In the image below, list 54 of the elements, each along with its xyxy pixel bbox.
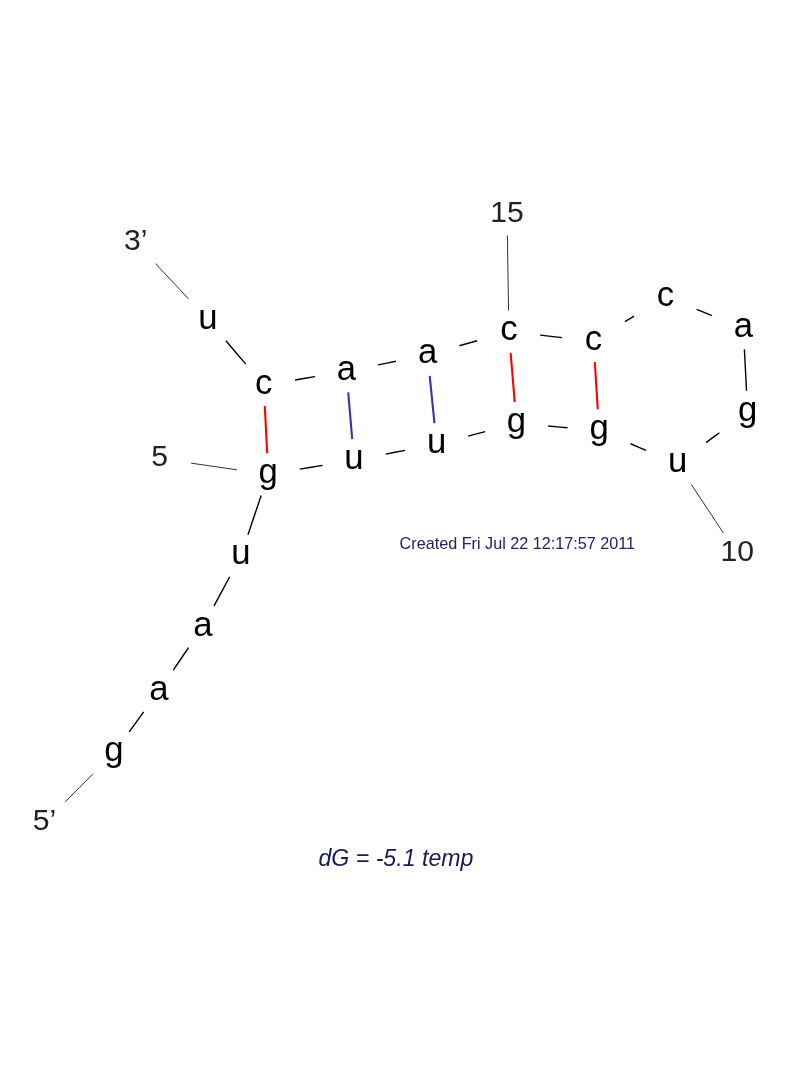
node-text: g	[258, 452, 278, 490]
connector	[593, 362, 599, 410]
node-text: 5’	[32, 803, 57, 837]
node-text: a	[193, 604, 213, 643]
connector	[64, 773, 94, 803]
node-text: c	[584, 318, 603, 357]
connector	[743, 348, 748, 392]
connector	[155, 263, 189, 300]
connector	[347, 392, 354, 440]
connector	[458, 340, 478, 347]
node-text: c	[500, 309, 518, 348]
node-text: g	[104, 730, 124, 769]
node-text: a	[336, 349, 357, 388]
node-text: g	[589, 408, 609, 447]
connector	[172, 647, 190, 671]
connector	[225, 340, 247, 365]
node-text: u	[198, 297, 218, 336]
node-text: g	[506, 400, 527, 439]
connector	[213, 576, 231, 607]
connector	[294, 375, 316, 381]
node-text: u	[344, 437, 364, 476]
node-text: u	[426, 422, 447, 461]
connector	[624, 315, 635, 323]
node-text: 3’	[124, 222, 148, 256]
node-text: a	[733, 305, 753, 344]
connector	[385, 449, 406, 455]
connector	[247, 494, 262, 536]
connector	[690, 484, 724, 534]
node-text: u	[231, 533, 251, 572]
connector	[509, 352, 516, 403]
node-text: c	[656, 274, 674, 313]
connector	[507, 235, 509, 311]
node-text: 15	[490, 194, 524, 228]
connector	[539, 334, 563, 339]
connector	[705, 432, 721, 444]
node-text: a	[417, 332, 438, 371]
connector	[190, 462, 238, 471]
connector	[629, 443, 647, 451]
caption: dG = -5.1 temp	[318, 844, 474, 871]
connector	[547, 425, 569, 429]
node-text: 10	[720, 534, 755, 568]
connector	[377, 360, 397, 366]
node-text: 5	[151, 438, 169, 472]
connector	[263, 406, 269, 454]
connector	[299, 464, 324, 470]
node-text: c	[255, 362, 273, 401]
connector	[467, 430, 486, 437]
node-text: g	[737, 389, 758, 428]
connector	[128, 711, 145, 733]
connector	[428, 375, 436, 424]
node-text: a	[149, 668, 169, 707]
connector	[695, 308, 713, 317]
label: Created Fri Jul 22 12:17:57 2011	[399, 534, 636, 553]
node-text: u	[667, 441, 688, 480]
